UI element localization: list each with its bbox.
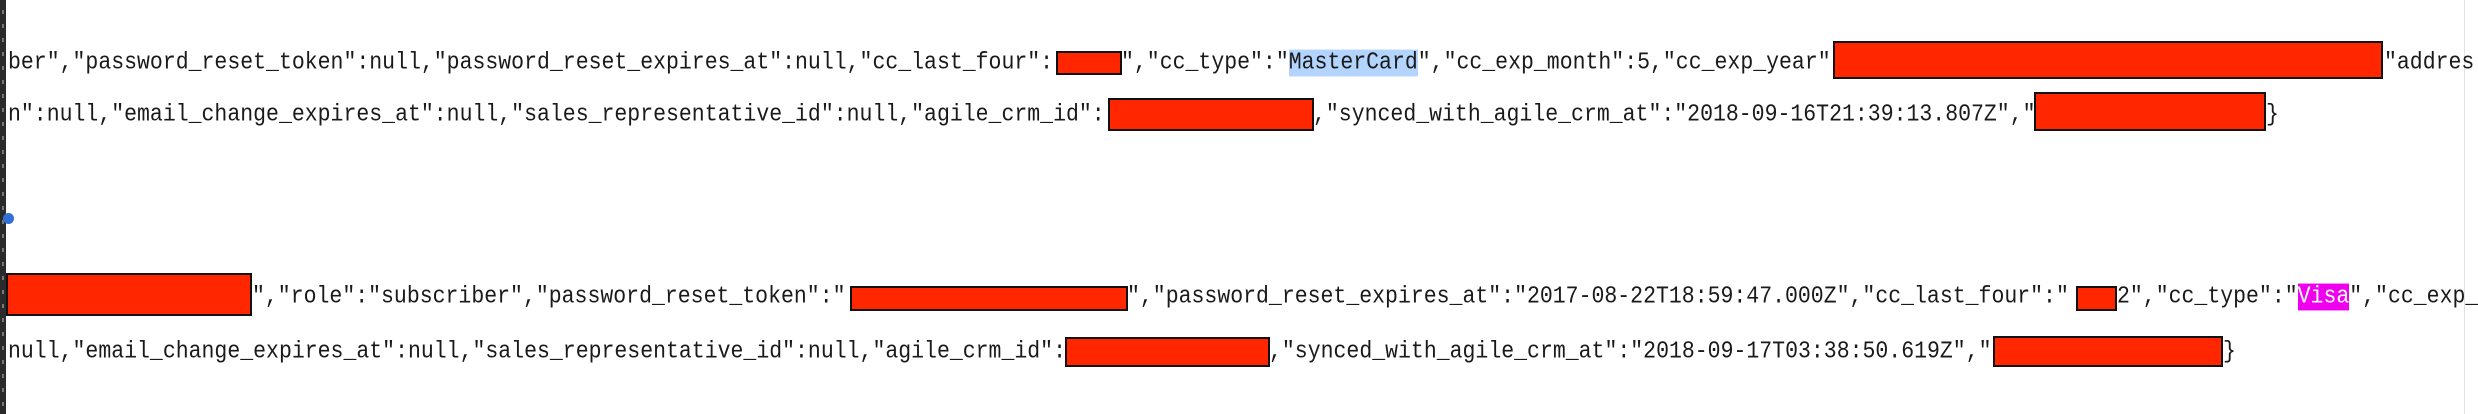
- editor-gutter-edge: [0, 0, 6, 414]
- text-segment: }: [2223, 338, 2236, 366]
- breakpoint-dot-icon: [3, 213, 14, 224]
- redaction-box: [1065, 337, 1270, 367]
- text: ","cc_type":": [1121, 49, 1289, 77]
- redaction-box: [1833, 41, 2383, 79]
- text-segment: ","cc_type":"MasterCard","cc_exp_month":…: [1121, 46, 1844, 80]
- text-segment: null,"email_change_expires_at":null,"sal…: [8, 338, 1066, 366]
- redaction-box: [1993, 336, 2223, 367]
- redaction-box: [1108, 98, 1314, 131]
- text-segment: }: [2266, 101, 2279, 129]
- text-segment: ","password_reset_expires_at":"2017-08-2…: [1127, 283, 2069, 311]
- text-segment: n":null,"email_change_expires_at":null,"…: [8, 101, 1105, 129]
- text-segment: ","role":"subscriber","password_reset_to…: [252, 283, 846, 311]
- text: ","cc_exp_: [2349, 283, 2478, 311]
- text: ","cc_exp_month":5,"cc_exp_year":: [1417, 49, 1844, 77]
- redaction-box: [1056, 51, 1122, 75]
- scrollbar-track[interactable]: [2464, 0, 2465, 414]
- redaction-box: [2034, 92, 2266, 131]
- redaction-box: [2076, 286, 2117, 311]
- search-match-visa[interactable]: Visa: [2297, 283, 2350, 311]
- text-segment: ,"synced_with_agile_crm_at":"2018-09-16T…: [1313, 101, 2036, 129]
- text-segment: 2","cc_type":"Visa","cc_exp_: [2117, 280, 2478, 314]
- selected-text-mastercard[interactable]: MasterCard: [1288, 49, 1418, 77]
- redaction-box: [850, 286, 1128, 311]
- text-segment: ,"synced_with_agile_crm_at":"2018-09-17T…: [1269, 338, 1992, 366]
- text-segment: ber","password_reset_token":null,"passwo…: [8, 49, 1054, 77]
- text-segment: "addres: [2384, 49, 2475, 77]
- redaction-box: [6, 273, 252, 316]
- text: 2","cc_type":": [2117, 283, 2298, 311]
